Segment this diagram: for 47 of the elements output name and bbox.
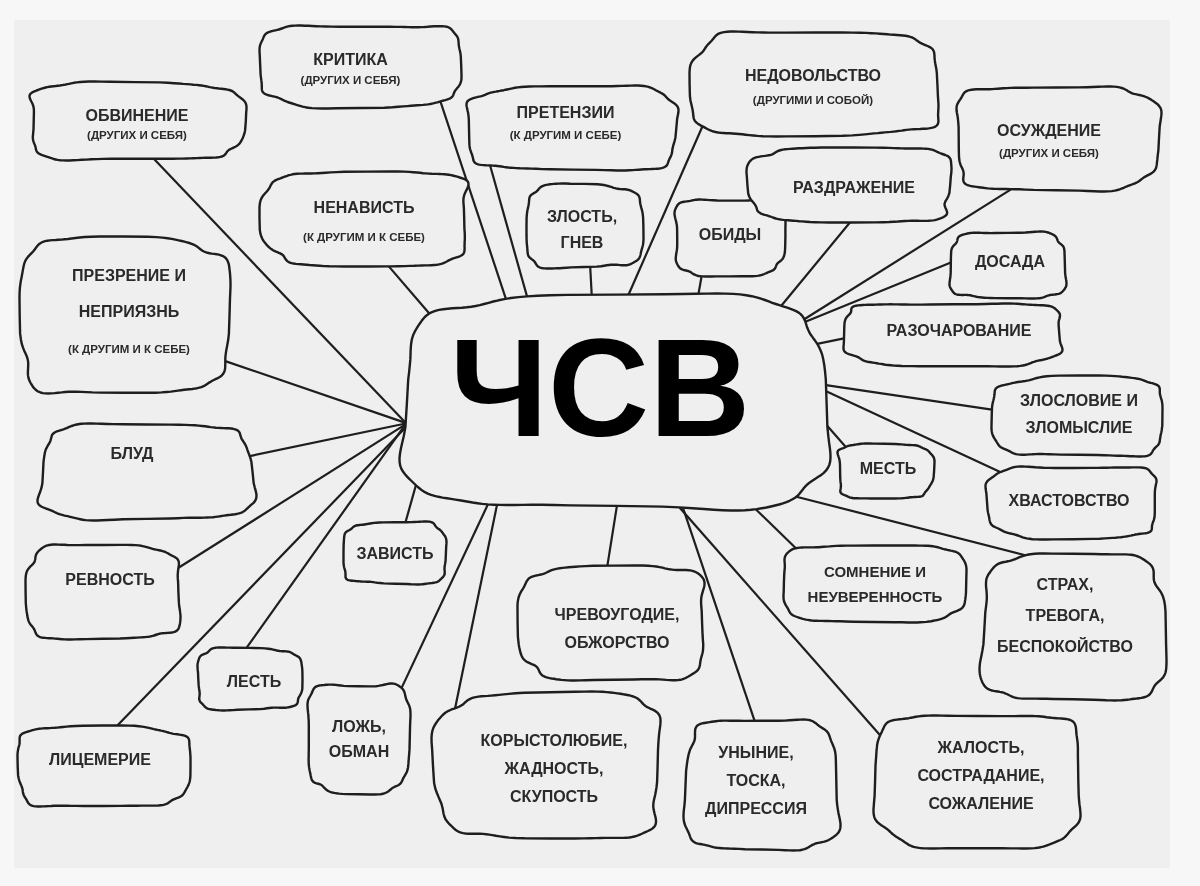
cloud-sublabel: (К ДРУГИМ И К СЕБЕ) [68,342,190,356]
cloud-label: КРИТИКА [313,49,388,70]
cloud-label: ДОСАДА [974,252,1046,272]
cloud-label: УНЫНИЕ, ТОСКА, ДИПРЕССИЯ [704,743,808,819]
connector-line [589,266,593,295]
cloud-label: СТРАХ, ТРЕВОГА, БЕСПОКОЙСТВО [996,574,1134,657]
connector-line [489,165,529,297]
cloud-label: ЗЛОСЛОВИЕ И ЗЛОМЫСЛИЕ [1019,391,1139,438]
cloud-label: РАЗДРАЖЕНИЕ [793,178,915,198]
central-label: ЧСВ [449,323,751,453]
cloud-sublabel: (ДРУГИМИ И СОБОЙ) [752,92,874,107]
cloud-label: РАЗОЧАРОВАНИЕ [886,321,1032,341]
connector-line [404,485,417,523]
cloud-label: ПРЕТЕНЗИИ [516,102,615,123]
cloud-label: ПРЕЗРЕНИЕ И НЕПРИЯЗНЬ [71,266,187,322]
cloud-label: ОСУЖДЕНИЕ [997,120,1101,141]
connector-line [606,505,618,566]
cloud-label: ЛИЦЕМЕРИЕ [49,750,151,770]
connector-line [454,504,499,709]
cloud-label: КОРЫСТОЛЮБИЕ, ЖАДНОСТЬ, СКУПОСТЬ [479,731,629,807]
cloud-label: РЕВНОСТЬ [65,570,155,590]
connector-line [754,508,797,549]
cloud-sublabel: (К ДРУГИМ И К СЕБЕ) [303,230,425,244]
cloud-sublabel: (К ДРУГИМ И СЕБЕ) [509,127,622,142]
cloud-label: ОБВИНЕНИЕ [85,106,189,126]
connector-line [439,100,507,300]
cloud-label: СОМНЕНИЕ И НЕУВЕРЕННОСТЬ [806,562,944,607]
connector-line [796,495,1026,557]
cloud-label: ЧРЕВОУГОДИЕ, ОБЖОРСТВО [553,605,681,653]
cloud-sublabel: (ДРУГИХ И СЕБЯ) [87,128,187,142]
cloud-sublabel: (ДРУГИХ И СЕБЯ) [300,72,401,87]
cloud-label: ЖАЛОСТЬ, СОСТРАДАНИЕ, СОЖАЛЕНИЕ [916,738,1046,814]
connector-line [627,125,704,295]
cloud-label: ЛЕСТЬ [226,672,282,692]
cloud-label: ХВАСТОВСТВО [1008,491,1130,511]
connector-line [400,503,489,689]
cloud-label: ОБИДЫ [698,225,762,245]
cloud-label: НЕДОВОЛЬСТВО [744,65,882,86]
cloud-sublabel: (ДРУГИХ И СЕБЯ) [999,145,1099,160]
cloud-label: ЗЛОСТЬ, ГНЕВ [545,207,619,253]
cloud-label: БЛУД [110,444,154,464]
connector-line [249,422,406,458]
cloud-label: ЗАВИСТЬ [356,544,434,564]
cloud-label: МЕСТЬ [859,459,917,479]
cloud-label: НЕНАВИСТЬ [313,198,415,218]
connector-line [817,337,845,345]
cloud-label: ЛОЖЬ, ОБМАН [327,717,391,762]
